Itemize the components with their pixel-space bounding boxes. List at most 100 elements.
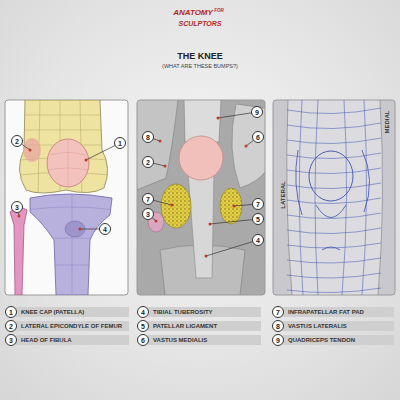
callout-number: 3	[146, 211, 150, 218]
callout-circle: 4	[252, 234, 264, 246]
fibula	[10, 207, 27, 295]
key-bar	[15, 321, 129, 331]
vastus-medialis	[232, 104, 265, 188]
callout-circle: 3	[11, 201, 23, 213]
tuberosity-contour	[322, 247, 340, 250]
mesh-line	[25, 207, 115, 210]
muscle-contour	[362, 150, 370, 212]
side-label: MEDIAL	[384, 111, 390, 134]
target-dot	[85, 159, 88, 162]
legend-text: VASTUS MEDIALIS	[153, 337, 207, 343]
leader-line	[210, 219, 258, 224]
callout-circle: 6	[137, 334, 149, 346]
callout-number: 7	[146, 196, 150, 203]
leader-line	[206, 240, 258, 256]
callout-number: 7	[256, 201, 260, 208]
tibia	[30, 194, 112, 295]
logo-text: FOR	[214, 9, 224, 14]
panel	[273, 100, 395, 295]
ligament-contour	[316, 205, 346, 218]
legend-text: TIBIAL TUBEROSITY	[153, 309, 213, 315]
patella	[47, 139, 89, 187]
femur	[19, 100, 107, 193]
callout-circle: 9	[251, 106, 263, 118]
contour-line	[287, 138, 381, 144]
lateral-epicondyle	[23, 138, 41, 162]
mesh-line	[25, 265, 115, 266]
mesh-line	[72, 195, 73, 295]
callout-number: 2	[9, 323, 13, 330]
key-bar	[147, 307, 261, 317]
callout-number: 7	[276, 309, 280, 316]
legend-text: PATELLAR LIGAMENT	[153, 323, 217, 329]
key-bar	[147, 321, 261, 331]
target-dot	[155, 220, 158, 223]
patellar-ligament	[188, 172, 214, 278]
callout-number: 1	[9, 309, 13, 316]
target-dot	[205, 255, 208, 258]
callout-circle: 7	[252, 198, 264, 210]
callout-circle: 7	[272, 306, 284, 318]
callout-circle: 7	[142, 193, 154, 205]
target-dot	[233, 205, 236, 208]
callout-number: 4	[141, 309, 145, 316]
contour-line	[287, 288, 381, 293]
panel	[137, 100, 265, 295]
callout-number: 2	[146, 159, 150, 166]
callout-number: 6	[141, 337, 145, 344]
patella-contour	[309, 151, 353, 201]
knee-surface	[287, 100, 383, 295]
callout-circle: 9	[272, 334, 284, 346]
logo-text: SCULPTORS	[178, 20, 221, 27]
side-label: LATERAL	[280, 181, 286, 209]
callout-circle: 5	[252, 213, 264, 225]
target-dot	[164, 165, 167, 168]
fat-pad	[161, 184, 191, 228]
target-dot	[159, 140, 162, 143]
contour-line	[287, 123, 381, 129]
target-dot	[79, 228, 82, 231]
callout-number: 9	[276, 337, 280, 344]
legend-text: HEAD OF FIBULA	[21, 337, 72, 343]
panel	[5, 100, 128, 295]
callout-circle: 4	[137, 306, 149, 318]
target-dot	[245, 145, 248, 148]
fat-pad	[220, 188, 242, 224]
target-dot	[171, 204, 174, 207]
callout-circle: 8	[272, 320, 284, 332]
legend-text: VASTUS LATERALIS	[288, 323, 347, 329]
callout-number: 9	[255, 109, 259, 116]
legend-text: LATERAL EPICONDYLE OF FEMUR	[21, 323, 122, 329]
key-bar	[15, 335, 129, 345]
callout-circle: 4	[99, 223, 111, 235]
contour-line	[287, 183, 381, 189]
target-dot	[29, 149, 32, 152]
subtitle: (WHAT ARE THESE BUMPS?)	[162, 64, 238, 70]
callout-number: 4	[103, 226, 107, 233]
key-bar	[282, 321, 394, 331]
contour-line	[362, 100, 367, 295]
callout-circle: 3	[142, 208, 154, 220]
callout-circle: 1	[114, 137, 126, 149]
mesh-line	[20, 115, 110, 116]
callout-circle: 6	[252, 131, 264, 143]
callout-number: 8	[146, 134, 150, 141]
logo-text: ANATOMY	[173, 9, 213, 17]
contour-line	[287, 168, 381, 174]
contour-line	[287, 228, 381, 234]
legend-text: KNEE CAP (PATELLA)	[21, 309, 84, 315]
legend-text: INFRAPATELLAR FAT PAD	[288, 309, 364, 315]
callout-circle: 5	[137, 320, 149, 332]
contour-line	[299, 100, 303, 295]
callout-number: 4	[256, 237, 260, 244]
key-bar	[15, 307, 129, 317]
contour-line	[315, 100, 318, 295]
callout-circle: 2	[142, 156, 154, 168]
callout-number: 6	[256, 134, 260, 141]
vastus-lateralis	[137, 100, 178, 190]
mesh-line	[48, 140, 88, 187]
key-bar	[282, 335, 394, 345]
target-dot	[209, 223, 212, 226]
mesh-line	[20, 130, 110, 131]
legend-text: QUADRICEPS TENDON	[288, 337, 355, 343]
